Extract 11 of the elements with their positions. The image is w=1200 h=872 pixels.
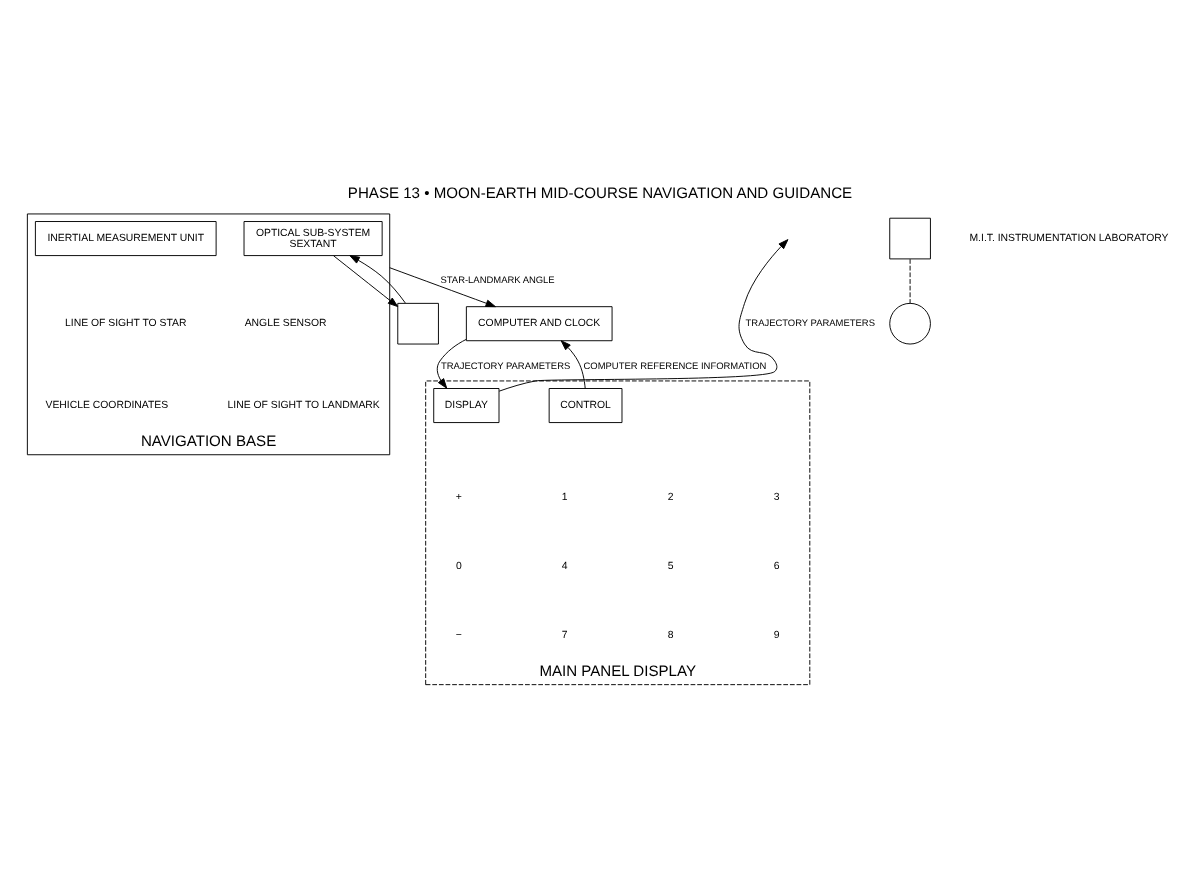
arrow — [560, 339, 586, 388]
connector — [909, 257, 911, 303]
arrow — [349, 254, 406, 303]
arrow — [436, 337, 467, 388]
node-box — [889, 216, 931, 259]
arrow — [333, 254, 399, 307]
arrow — [498, 238, 789, 391]
node-box — [397, 301, 439, 344]
diagram-title: PHASE 13 • MOON-EARTH MID-COURSE NAVIGATION AND GUIDANCE — [347, 182, 853, 201]
node-circle — [889, 301, 931, 344]
arrow — [389, 266, 496, 307]
